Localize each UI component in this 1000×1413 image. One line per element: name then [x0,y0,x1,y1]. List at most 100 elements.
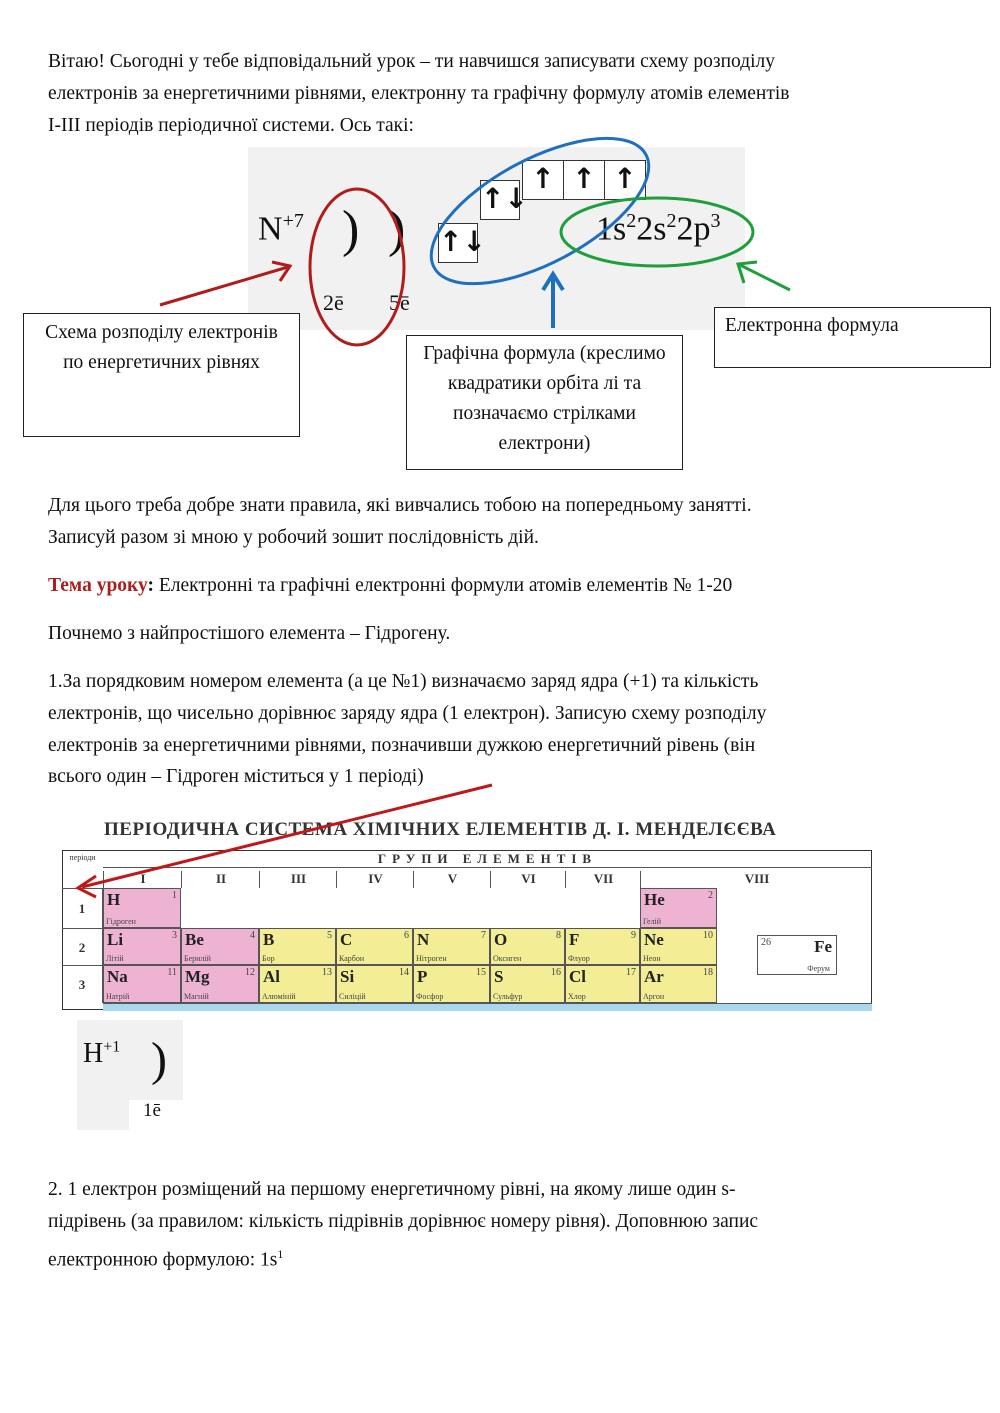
level-bracket-icon: ) [151,1033,167,1086]
graphic-label: Графічна формула (креслимо квадратики ор… [406,335,683,470]
para1-line-1: Для цього треба добре знати правила, які… [48,495,752,516]
period-number: 3 [62,965,103,1003]
element-symbol: H [107,890,121,909]
periodic-table-image: ПЕРІОДИЧНА СИСТЕМА ХІМІЧНИХ ЕЛЕМЕНТІВ Д.… [62,815,872,1011]
intro-line-3: І-ІІІ періодів періодичної системи. Ось … [48,115,414,136]
group-header: III [259,871,337,888]
element-number: 4 [250,930,255,941]
element-number: 12 [245,967,255,978]
element-number: 13 [322,967,332,978]
para2: Почнемо з найпростішого елемента – Гідро… [48,623,451,644]
element-symbol: Ne [644,930,664,949]
step1-line-2: електронів, що чисельно дорівнює заряду … [48,703,767,724]
electronic-label: Електронна формула [714,307,991,368]
element-name: Берилій [184,954,211,963]
element-symbol: Mg [185,967,210,986]
para1-line-2: Записуй разом зі мною у робочий зошит по… [48,527,539,548]
element-name: Нітроген [416,954,447,963]
element-number: 3 [172,930,177,941]
element-number: 1 [172,890,177,901]
scheme-arrow-icon [159,265,289,307]
element-name: Флуор [568,954,590,963]
element-symbol: He [644,890,665,909]
step2-line-1: 2. 1 електрон розміщений на першому енер… [48,1179,736,1200]
periodic-table-title: ПЕРІОДИЧНА СИСТЕМА ХІМІЧНИХ ЕЛЕМЕНТІВ Д.… [104,819,777,840]
element-name: Хлор [568,992,586,1001]
hydrogen-pointer-arrow-icon [75,783,493,899]
element-number: 2 [708,890,713,901]
next-row-partial [103,1003,872,1011]
graphic-ellipse [429,136,651,286]
hydrogen-symbol: H [83,1038,104,1069]
scheme-ellipse [308,187,406,347]
element-name: Літій [106,954,124,963]
groups-header: ГРУПИ ЕЛЕМЕНТІВ [103,851,872,868]
element-number: 8 [556,930,561,941]
element-symbol: Li [107,930,124,949]
element-symbol: Na [107,967,128,986]
legend-number: 26 [761,937,771,948]
period-number: 1 [62,888,103,928]
element-symbol: Si [340,967,355,986]
electronic-ellipse [559,196,755,268]
element-number: 5 [327,930,332,941]
element-number: 9 [631,930,636,941]
hydrogen-scheme: H+1 ) 1ē [77,1020,183,1130]
group-header: I [103,871,182,888]
orbital-2p: ↑ [522,160,564,200]
electronic-formula: 1s22s22p3 [596,210,721,248]
element-symbol: P [417,967,428,986]
element-name: Карбон [339,954,365,963]
level-bracket-icon: ) [342,201,360,258]
element-symbol: N [417,930,430,949]
orbital-2p: ↑ [563,160,605,200]
step1-line-1: 1.За порядковим номером елемента (а це №… [48,671,759,692]
element-name: Фосфор [416,992,444,1001]
element-number: 6 [404,930,409,941]
electronic-arrow-icon [739,263,791,292]
element-name: Неон [643,954,661,963]
group-header: V [413,871,491,888]
element-symbol: C [340,930,353,949]
element-name: Оксиген [493,954,522,963]
element-symbol: Cl [569,967,586,986]
element-name: Алюміній [262,992,296,1001]
element-name: Силіцій [339,992,366,1001]
step2-line-2: підрівень (за правилом: кількість підрів… [48,1211,759,1232]
orbital-2s: ↑↓ [480,180,528,220]
legend-name: Ферум [807,964,830,973]
level-electrons-1: 2ē [323,290,344,315]
element-number: 16 [551,967,561,978]
element-name: Гідроген [106,917,136,926]
element-number: 18 [703,967,713,978]
period-number: 2 [62,928,103,965]
element-number: 17 [626,967,636,978]
element-name: Бор [262,954,275,963]
intro-line-1: Вітаю! Сьогодні у тебе відповідальний ур… [48,51,776,72]
step1-line-4: всього один – Гідроген міститься у 1 пер… [48,766,424,787]
element-symbol: F [569,930,580,949]
legend-symbol: Fe [814,937,832,956]
element-number: 15 [476,967,486,978]
group-header: IV [336,871,414,888]
element-name: Аргон [643,992,665,1001]
step1-line-3: електронів за енергетичними рівнями, поз… [48,735,756,756]
element-name: Гелій [643,917,662,926]
lesson-topic: Тема уроку: Електронні та графічні елект… [48,575,733,596]
